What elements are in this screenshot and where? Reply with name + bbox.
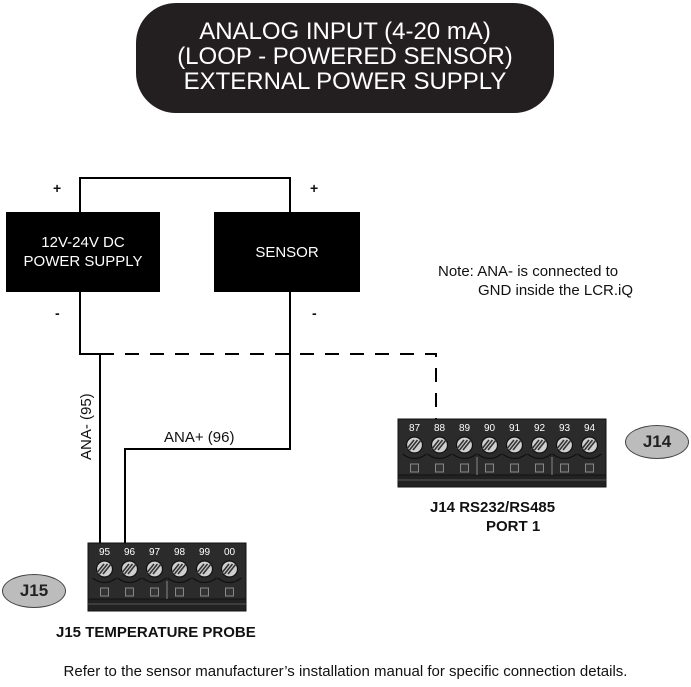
j14-screw-slot bbox=[483, 439, 494, 451]
power-supply-line-2: POWER SUPPLY bbox=[23, 253, 143, 270]
j14-screw-slot bbox=[480, 439, 490, 451]
j14-screw-slot bbox=[583, 439, 594, 451]
j14-screw-slot bbox=[433, 439, 444, 451]
j14-screw-slot bbox=[580, 439, 590, 451]
j15-terminal-socket bbox=[200, 587, 209, 597]
sensor-minus: - bbox=[312, 305, 317, 321]
title-line-1: ANALOG INPUT (4-20 mA) bbox=[199, 18, 491, 45]
j15-screw-slot bbox=[202, 563, 212, 575]
j14-screw-slot bbox=[512, 439, 522, 451]
footer-note: Refer to the sensor manufacturer’s insta… bbox=[63, 663, 628, 680]
j15-terminal-socket bbox=[150, 587, 159, 597]
j15-screw-slot bbox=[120, 563, 130, 575]
j15-screw-slot bbox=[95, 563, 105, 575]
j14-terminal-label: 92 bbox=[534, 423, 546, 434]
ana-minus-label: ANA- (95) bbox=[78, 393, 95, 460]
wire-psu-negative bbox=[79, 292, 100, 355]
j15-terminal-label: 97 bbox=[149, 547, 161, 558]
j15-screw-slot bbox=[127, 563, 137, 575]
title-line-2: (LOOP - POWERED SENSOR) bbox=[177, 43, 513, 70]
j14-caption-line-1: J14 RS232/RS485 bbox=[430, 499, 556, 516]
j14-screw-slot bbox=[405, 439, 415, 451]
j15-screw-slot bbox=[195, 563, 205, 575]
j14-screw-slot bbox=[508, 439, 519, 451]
j14-screw-slot bbox=[562, 439, 572, 451]
ana-plus-label: ANA+ (96) bbox=[164, 429, 235, 446]
j14-terminal-label: 89 bbox=[459, 423, 471, 434]
sensor-plus: + bbox=[310, 180, 319, 196]
j14-screw-slot bbox=[462, 439, 472, 451]
sensor-label: SENSOR bbox=[255, 243, 319, 261]
j14-terminal-label: 88 bbox=[434, 423, 446, 434]
j14-caption-line-2: PORT 1 bbox=[486, 518, 541, 535]
j14-screw-slot bbox=[412, 439, 422, 451]
j15-screw-slot bbox=[198, 563, 209, 575]
sensor-box: SENSOR bbox=[214, 212, 360, 292]
j14-screw-slot bbox=[558, 439, 569, 451]
j14-terminal-label: 87 bbox=[409, 423, 421, 434]
j14-screw-slot bbox=[537, 439, 547, 451]
j14-terminal-label: 94 bbox=[584, 423, 596, 434]
j15-terminal-label: 96 bbox=[124, 547, 136, 558]
note-line-2: GND inside the LCR.iQ bbox=[478, 282, 634, 299]
j14-terminal-socket bbox=[460, 463, 469, 473]
j15-screw-slot bbox=[170, 563, 180, 575]
j14-screw-slot bbox=[555, 439, 565, 451]
j14-screw-slot bbox=[587, 439, 597, 451]
j14-badge: J14 bbox=[625, 425, 689, 459]
j14-screw-slot bbox=[430, 439, 440, 451]
j14-terminal-socket bbox=[485, 463, 494, 473]
j14-terminal-socket bbox=[535, 463, 544, 473]
j14-screw-slot bbox=[455, 439, 465, 451]
j14-terminal-label: 93 bbox=[559, 423, 571, 434]
j15-terminal-socket bbox=[125, 587, 134, 597]
diagram-title: ANALOG INPUT (4-20 mA) (LOOP - POWERED S… bbox=[136, 3, 554, 113]
j15-terminal-label: 00 bbox=[224, 547, 236, 558]
j15-screw-slot bbox=[152, 563, 162, 575]
j14-terminal-socket bbox=[410, 463, 419, 473]
j14-screw-slot bbox=[505, 439, 515, 451]
j14-screw-slot bbox=[530, 439, 540, 451]
wire-ana-plus bbox=[124, 292, 291, 543]
j15-terminal-label: 98 bbox=[174, 547, 186, 558]
j15-screw-slot bbox=[177, 563, 187, 575]
power-supply-plus: + bbox=[53, 180, 62, 196]
j15-terminal-socket bbox=[225, 587, 234, 597]
j15-screw-slot bbox=[123, 563, 134, 575]
note-line-1: Note: ANA- is connected to bbox=[438, 263, 619, 280]
j14-screw-slot bbox=[437, 439, 447, 451]
j15-screw-slot bbox=[98, 563, 109, 575]
j15-badge: J15 bbox=[2, 574, 66, 608]
j14-terminal-label: 90 bbox=[484, 423, 496, 434]
j15-terminal-socket bbox=[175, 587, 184, 597]
j15-screw-slot bbox=[173, 563, 184, 575]
j15-screw-slot bbox=[227, 563, 237, 575]
j14-screw-slot bbox=[487, 439, 497, 451]
j15-screw-slot bbox=[102, 563, 112, 575]
power-supply-line-1: 12V-24V DC bbox=[41, 234, 125, 251]
j15-terminal-socket bbox=[100, 587, 109, 597]
j15-screw-slot bbox=[148, 563, 159, 575]
j14-screw-slot bbox=[408, 439, 419, 451]
j15-terminal-label: 95 bbox=[99, 547, 111, 558]
j15-terminal-label: 99 bbox=[199, 547, 211, 558]
j15-screw-slot bbox=[145, 563, 155, 575]
wire-positive-loop bbox=[79, 177, 291, 212]
power-supply-minus: - bbox=[55, 305, 60, 321]
j14-screw-slot bbox=[533, 439, 544, 451]
j14-terminal-socket bbox=[510, 463, 519, 473]
j14-terminal-socket bbox=[560, 463, 569, 473]
j15-connector: 95 96 97 98 99 00 bbox=[87, 542, 247, 612]
j15-screw-slot bbox=[220, 563, 230, 575]
j15-caption: J15 TEMPERATURE PROBE bbox=[56, 624, 256, 641]
j14-terminal-socket bbox=[585, 463, 594, 473]
j14-screw-slot bbox=[458, 439, 469, 451]
wire-ground-dashed bbox=[100, 353, 437, 423]
j15-screw-slot bbox=[223, 563, 234, 575]
j14-connector: 87 88 89 90 91 92 93 94 bbox=[397, 418, 607, 488]
title-line-3: EXTERNAL POWER SUPPLY bbox=[183, 68, 507, 95]
j14-terminal-label: 91 bbox=[509, 423, 521, 434]
power-supply-box: 12V-24V DC POWER SUPPLY bbox=[6, 212, 160, 292]
j14-terminal-socket bbox=[435, 463, 444, 473]
